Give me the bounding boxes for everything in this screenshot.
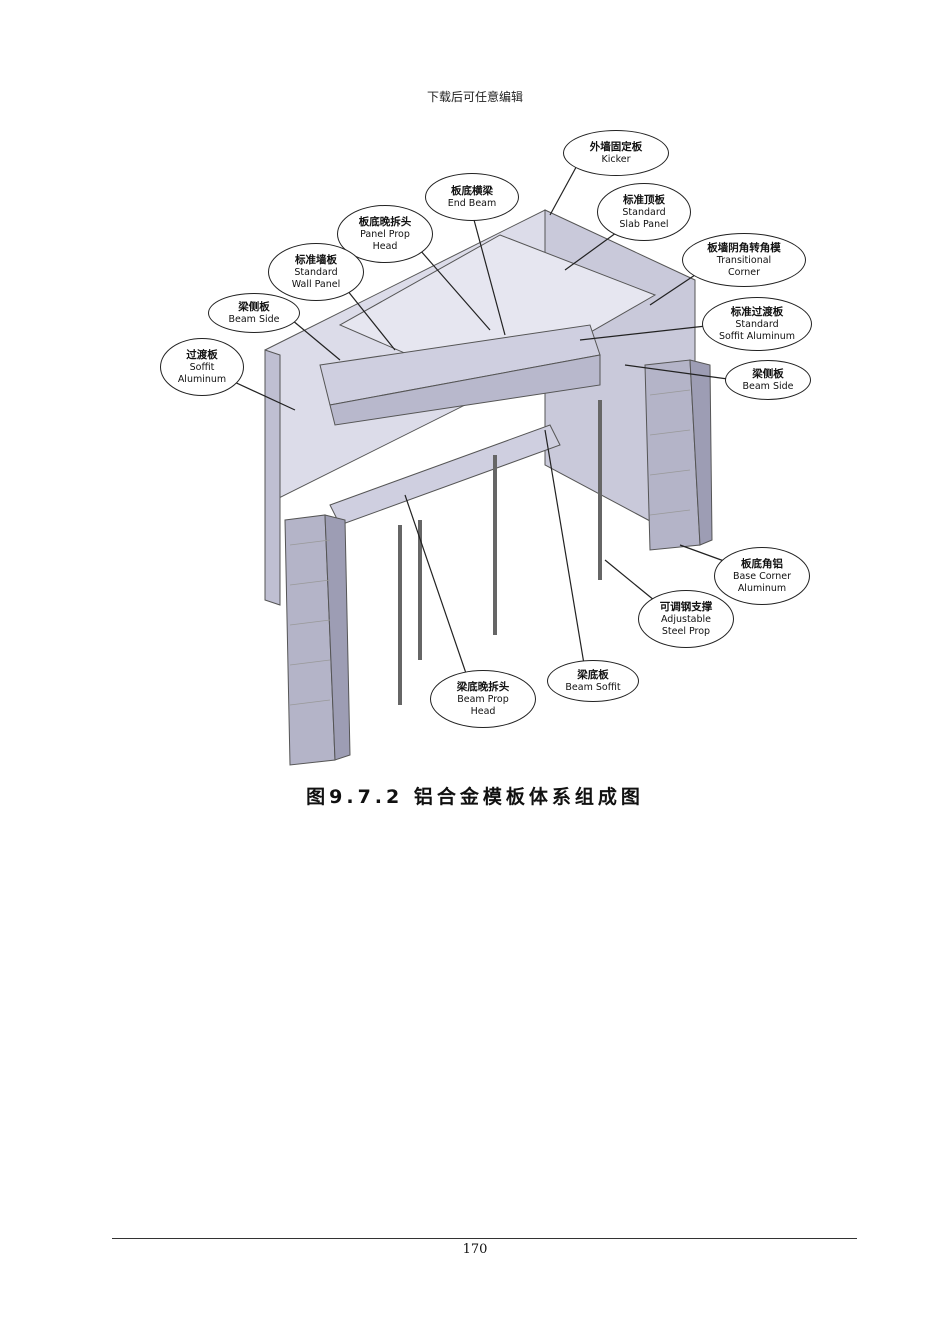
- page-header: 下载后可任意编辑: [426, 90, 523, 104]
- page-number: 170: [462, 1242, 488, 1257]
- footer-divider: [112, 1238, 857, 1239]
- formwork-illustration: [229, 159, 736, 766]
- figure-caption: 图9.7.2 铝合金模板体系组成图: [306, 786, 644, 808]
